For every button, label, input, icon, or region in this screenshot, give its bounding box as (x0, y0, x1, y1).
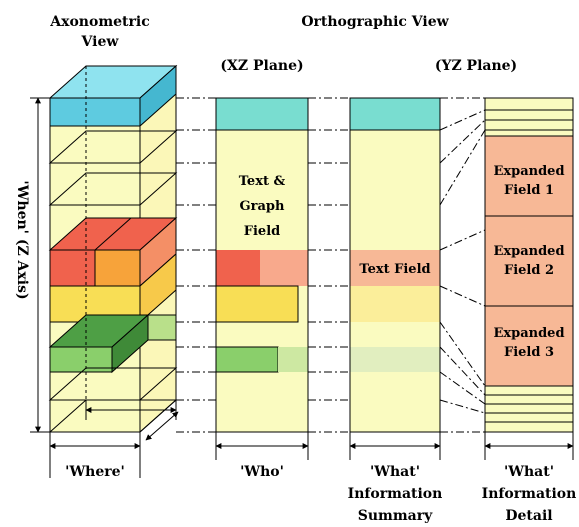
axo-red-front-left (49, 249, 96, 287)
label-what-detail-line2: Information (482, 486, 577, 502)
z-axis-label: 'When' (Z Axis) (14, 180, 30, 299)
label-what-summary-line3: Summary (358, 508, 433, 524)
label-where: 'Where' (65, 464, 125, 480)
xz-plane-column: Text & Graph Field (215, 97, 309, 433)
summary-teal-band (349, 97, 441, 131)
guide-lines (176, 97, 486, 433)
text-graph-field-line2: Graph (240, 199, 285, 214)
expanded-field-3-box (484, 305, 574, 387)
xz-teal-band (215, 97, 309, 131)
expanded-field-2-box (484, 215, 574, 307)
header-axonometric-line1: Axonometric (49, 14, 149, 30)
expanded-field-1-line1: Expanded (493, 164, 564, 179)
dimension-lines (49, 400, 574, 478)
header-axonometric-line2: View (81, 34, 120, 50)
axo-orange-front-right (94, 249, 141, 287)
summary-green-band (350, 347, 440, 372)
text-field-label: Text Field (359, 262, 430, 277)
xz-gold-band (215, 285, 299, 323)
label-what-detail-line3: Detail (505, 508, 552, 524)
axo-cyan-side (139, 64, 177, 128)
expanded-field-2-line1: Expanded (493, 244, 564, 259)
summary-text-field-band (350, 250, 440, 286)
xz-red-band (216, 250, 260, 286)
axo-red-divider (94, 217, 132, 251)
axo-gold-side (139, 252, 177, 324)
expanded-field-3-line2: Field 3 (504, 345, 554, 360)
expanded-field-3-line1: Expanded (493, 326, 564, 341)
text-graph-field-line3: Field (244, 224, 280, 239)
axo-cyan-front (49, 97, 141, 127)
header-yz-plane: (YZ Plane) (435, 58, 517, 74)
label-what-detail-line1: 'What' (504, 464, 554, 480)
text-graph-field-line1: Text & (239, 174, 286, 189)
xz-green-band (215, 346, 279, 373)
header-xz-plane: (XZ Plane) (220, 58, 303, 74)
yz-summary-column: Text Field (349, 97, 441, 433)
expanded-field-2-line2: Field 2 (504, 263, 554, 278)
header-orthographic: Orthographic View (301, 14, 449, 30)
label-what-summary-line1: 'What' (370, 464, 420, 480)
axo-green-back (147, 314, 177, 341)
xz-lightgreen-band (278, 347, 308, 372)
summary-gold-band (350, 286, 440, 322)
expanded-field-1-line2: Field 1 (504, 183, 554, 198)
label-who: 'Who' (240, 464, 284, 480)
label-what-summary-line2: Information (348, 486, 443, 502)
yz-detail-column: Expanded Field 1 Expanded Field 2 Expand… (484, 97, 574, 433)
xz-salmon-band (260, 250, 308, 286)
axonometric-view (48, 64, 178, 434)
